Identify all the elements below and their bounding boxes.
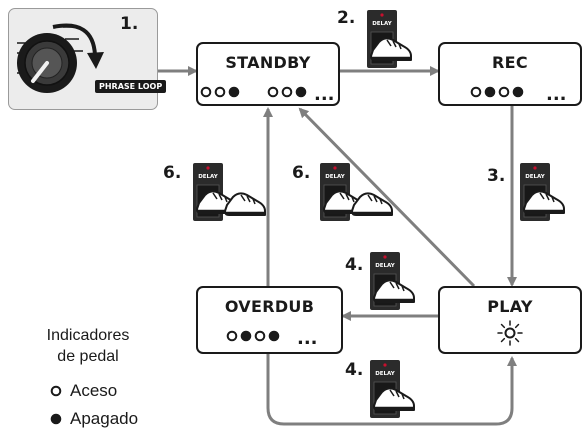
legend-unlit-label: Apagado [70, 409, 139, 428]
legend-title-line-1: Indicadores [46, 327, 130, 344]
pedal-step-4-bottom-icon: DELAY [370, 360, 415, 418]
step-6-label-right: 6. [292, 163, 311, 183]
indicator-lit [226, 330, 238, 342]
standby-title: STANDBY [225, 53, 311, 72]
shoe-icon [373, 279, 415, 303]
pedal-label: DELAY [198, 174, 219, 180]
standby-ellipsis: ... [314, 84, 335, 105]
rotary-knob-icon [17, 23, 104, 93]
pedal-led [206, 166, 210, 170]
indicator-lit [267, 86, 279, 98]
step-4-label-top: 4. [345, 255, 364, 275]
overdub-title: OVERDUB [224, 297, 315, 316]
indicator-lit [254, 330, 266, 342]
pedal-led [383, 255, 387, 259]
pedal-step-2-icon: DELAY [367, 10, 412, 68]
phrase-loop-knob-panel: PHRASE LOOP [8, 8, 167, 110]
pedal-label: DELAY [375, 263, 396, 269]
indicator-unlit [512, 86, 524, 98]
rec-title: REC [492, 53, 528, 72]
step-2-label: 2. [337, 8, 356, 28]
indicator-unlit [228, 86, 240, 98]
step-3-label: 3. [487, 166, 506, 186]
step-4-label-bottom: 4. [345, 360, 364, 380]
play-title: PLAY [487, 297, 533, 316]
overdub-state: OVERDUB [196, 286, 343, 354]
indicator-lit [200, 86, 212, 98]
shoe-icon [224, 192, 266, 216]
legend-indicators [50, 385, 62, 425]
indicator-lit [50, 385, 62, 397]
overdub-indicators [226, 330, 280, 342]
play-blinking-indicator-icon [497, 320, 523, 346]
indicator-lit [498, 86, 510, 98]
pedal-label: DELAY [372, 21, 393, 27]
indicator-unlit [50, 413, 62, 425]
pedal-led [383, 363, 387, 367]
indicator-lit [214, 86, 226, 98]
pedal-led [333, 166, 337, 170]
indicator-unlit [268, 330, 280, 342]
step-1-label: 1. [120, 14, 139, 34]
standby-indicator-group-1 [200, 86, 240, 98]
indicator-lit [504, 327, 516, 339]
blink-ray [514, 323, 520, 329]
rec-ellipsis: ... [546, 84, 567, 105]
pedal-step-6-right-icon: DELAY [320, 163, 393, 221]
indicator-unlit [484, 86, 496, 98]
legend-title-line-2: de pedal [57, 348, 119, 365]
overdub-ellipsis: ... [297, 328, 318, 349]
blink-ray [500, 323, 506, 329]
arrow-overdub-to-play [266, 354, 517, 426]
arrow-play-to-standby [298, 107, 476, 288]
indicator-unlit [240, 330, 252, 342]
pedal-step-4-top-icon: DELAY [370, 252, 415, 310]
pedal-step-6-left-icon: DELAY [193, 163, 266, 221]
pedal-step-3-icon: DELAY [520, 163, 565, 221]
indicator-unlit [295, 86, 307, 98]
pedal-label: DELAY [525, 174, 546, 180]
shoe-icon [373, 387, 415, 411]
indicator-lit [281, 86, 293, 98]
blink-ray [514, 337, 520, 343]
shoe-icon [370, 37, 412, 61]
phrase-loop-label: PHRASE LOOP [95, 80, 167, 93]
standby-state: STANDBY [196, 42, 340, 106]
pedal-label: DELAY [375, 371, 396, 377]
pedal-label: DELAY [325, 174, 346, 180]
rec-indicators [470, 86, 524, 98]
standby-indicator-group-2 [267, 86, 307, 98]
pedal-led [533, 166, 537, 170]
rec-state: REC [438, 42, 582, 106]
shoe-icon [351, 192, 393, 216]
indicator-lit [470, 86, 482, 98]
step-6-label-left: 6. [163, 163, 182, 183]
blink-ray [500, 337, 506, 343]
legend-lit-label: Aceso [70, 381, 118, 400]
pedal-led [380, 13, 384, 17]
shoe-icon [523, 190, 565, 214]
